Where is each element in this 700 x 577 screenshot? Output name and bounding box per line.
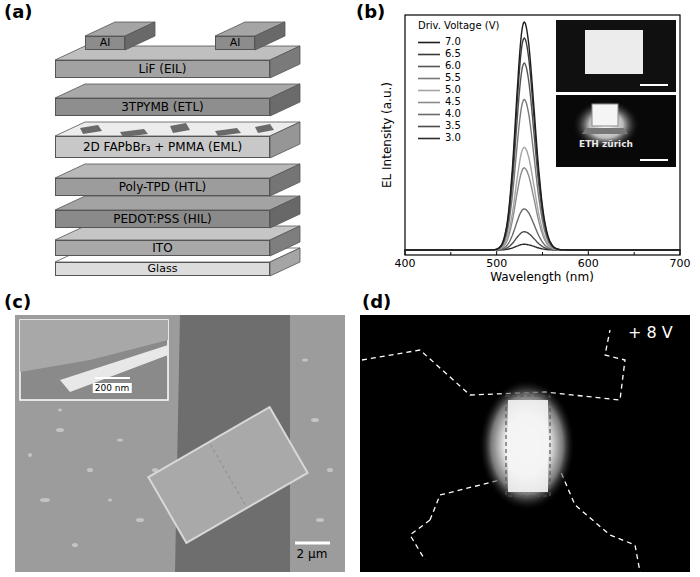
device-photo-top <box>556 20 676 92</box>
slab-top <box>55 196 300 210</box>
tick-label: 400 <box>395 258 416 271</box>
legend-title: Driv. Voltage (V) <box>418 20 499 32</box>
tick-label: 700 <box>670 258 691 271</box>
al-contact: Al <box>85 36 125 50</box>
slab-top <box>55 164 300 178</box>
legend-samples <box>418 43 440 139</box>
layer-slab: PEDOT:PSS (HIL) <box>55 210 270 228</box>
layer-slab: LiF (EIL) <box>55 60 270 78</box>
layer-name: 3TPYMB (ETL) <box>121 99 204 115</box>
layer-slab: ITO <box>55 240 270 256</box>
voltage-label: + 8 V <box>628 324 673 342</box>
spectrum-curve <box>405 22 680 250</box>
layer-name: ITO <box>152 241 172 255</box>
slab-side <box>270 164 300 196</box>
slab-top <box>55 122 300 136</box>
axis-title: Wavelength (nm) <box>490 271 594 285</box>
perovskite-flake <box>255 124 274 133</box>
perovskite-flake <box>170 123 190 133</box>
layer-slab: 2D FAPbBr₃ + PMMA (EML) <box>55 136 270 158</box>
perovskite-flake <box>80 125 102 134</box>
legend-line <box>418 138 440 140</box>
legend-line <box>418 78 440 80</box>
legend-line <box>418 114 440 116</box>
legend-line <box>418 102 440 104</box>
el-image <box>360 315 690 572</box>
device-photo-bottom <box>556 95 676 167</box>
legend-line <box>418 90 440 92</box>
legend-line <box>418 54 440 56</box>
el-spectra <box>405 22 680 250</box>
slab-top <box>55 84 300 98</box>
panel-label: (b) <box>356 2 385 23</box>
legend-entry: 4.5 <box>445 96 461 108</box>
axis-title: EL Intensity (a.u.) <box>381 82 395 188</box>
layer-name: LiF (EIL) <box>139 61 187 77</box>
slab-side <box>125 22 155 50</box>
legend-entry: 3.0 <box>445 132 461 144</box>
tick-label: 600 <box>578 258 599 271</box>
legend-entry: 3.5 <box>445 120 461 132</box>
slab-side <box>255 22 285 50</box>
al-contact: Al <box>215 36 255 50</box>
layer-name: PEDOT:PSS (HIL) <box>113 211 211 227</box>
legend-line <box>418 42 440 44</box>
legend-entry: 6.0 <box>445 60 461 72</box>
layer-name: Glass <box>148 263 178 275</box>
slab-side <box>270 226 300 256</box>
layer-slab: Glass <box>55 262 270 276</box>
spectrum-curve <box>405 100 680 251</box>
legend-line <box>418 126 440 128</box>
slab-side <box>270 122 300 158</box>
legend-line <box>418 66 440 68</box>
slab-side <box>270 84 300 116</box>
legend-entry: 4.0 <box>445 108 461 120</box>
layer-name: Al <box>100 37 111 49</box>
perovskite-flake <box>215 128 241 136</box>
legend-entry: 5.5 <box>445 72 461 84</box>
layer-slabs <box>55 22 300 276</box>
spectrum-axes <box>405 15 680 255</box>
layer-slab: 3TPYMB (ETL) <box>55 98 270 116</box>
legend-entry: 6.5 <box>445 48 461 60</box>
slab-side <box>270 46 300 78</box>
panel-label: (d) <box>362 292 391 313</box>
slab-side <box>270 196 300 228</box>
tick-label: 500 <box>486 258 507 271</box>
layer-name: Poly-TPD (HTL) <box>119 179 207 195</box>
layer-name: Al <box>230 37 241 49</box>
legend-entry: 5.0 <box>445 84 461 96</box>
scale-label: 200 nm <box>93 383 132 393</box>
slab-top <box>55 226 300 240</box>
photo-text: ETH zürich <box>579 139 633 149</box>
panel-label: (a) <box>4 2 33 23</box>
legend-entry: 7.0 <box>445 36 461 48</box>
layer-slab: Poly-TPD (HTL) <box>55 178 270 196</box>
panel-label: (c) <box>4 292 31 313</box>
layer-name: 2D FAPbBr₃ + PMMA (EML) <box>83 137 242 157</box>
sem-image <box>15 315 345 572</box>
scale-label: 2 μm <box>297 548 328 562</box>
